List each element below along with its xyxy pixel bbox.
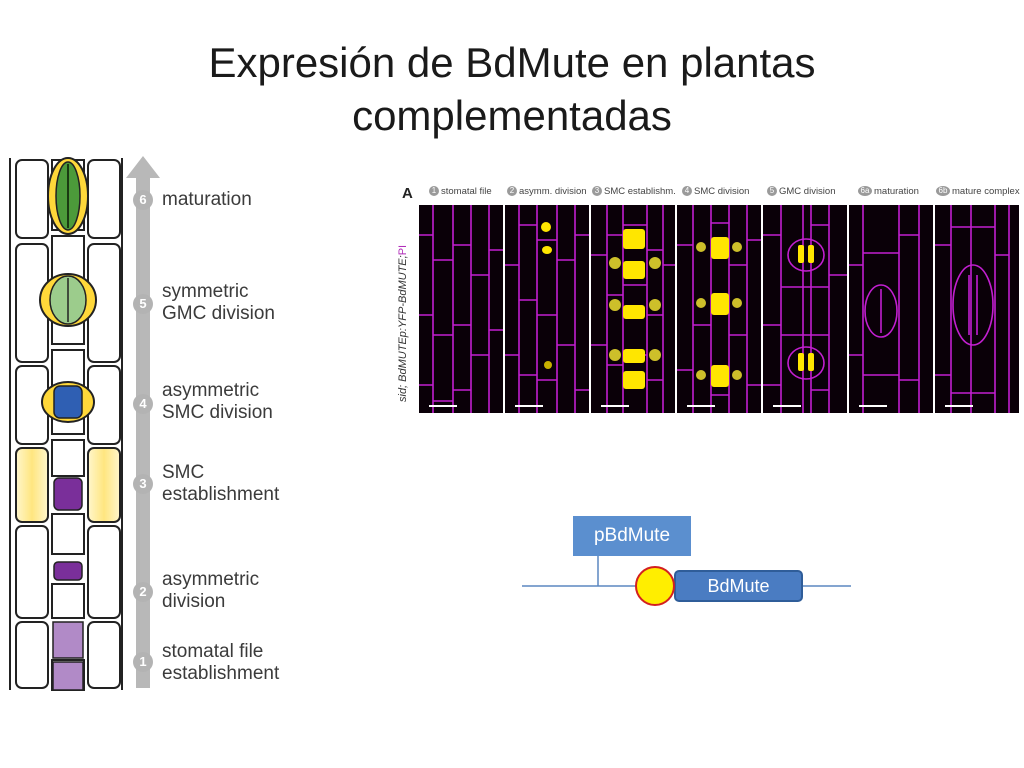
yfp-tag-circle xyxy=(635,566,675,606)
panel-label-3: SMC establishm. xyxy=(604,186,676,197)
panel-num-5: 5 xyxy=(767,186,777,197)
stage-label-5: symmetric GMC division xyxy=(162,281,275,325)
slide-title-line1: Expresión de BdMute en plantas xyxy=(208,39,816,86)
stage-number-3: 3 xyxy=(133,474,153,494)
stage-number-5: 5 xyxy=(133,294,153,314)
panel-label-2: asymm. division xyxy=(519,186,587,197)
panel-label-6a: maturation xyxy=(874,186,919,197)
panel-num-4: 4 xyxy=(682,186,692,197)
panel-label-5: GMC division xyxy=(779,186,836,197)
stage-label-5-line2: GMC division xyxy=(162,303,275,324)
stage-label-6: maturation xyxy=(162,189,252,211)
panel-label-4: SMC division xyxy=(694,186,750,197)
stage-number-1: 1 xyxy=(133,652,153,672)
panel-num-6a: 6a xyxy=(858,186,872,197)
stage-number-2: 2 xyxy=(133,582,153,602)
stage-label-1: stomatal file establishment xyxy=(162,641,279,685)
panel-num-1: 1 xyxy=(429,186,439,197)
slide-title: Expresión de BdMute en plantas complemen… xyxy=(0,36,1024,142)
panel-num-3: 3 xyxy=(592,186,602,197)
gene-box: BdMute xyxy=(674,570,803,602)
stage-label-6-line1: maturation xyxy=(162,189,252,210)
panel-num-6b: 6b xyxy=(936,186,950,197)
stage-label-5-line1: symmetric xyxy=(162,281,249,302)
stage-label-2-line2: division xyxy=(162,591,226,612)
stage-label-4: asymmetric SMC division xyxy=(162,380,273,424)
panel-label-6b: mature complex xyxy=(952,186,1020,197)
stage-label-3-line1: SMC xyxy=(162,462,205,483)
microscopy-panels xyxy=(419,205,1019,413)
figure-panel-letter: A xyxy=(402,185,413,202)
stage-number-4: 4 xyxy=(133,394,153,414)
stage-label-3: SMC establishment xyxy=(162,462,279,506)
panel-label-1: stomatal file xyxy=(441,186,492,197)
stage-label-3-line2: establishment xyxy=(162,484,280,505)
stage-label-2-line1: asymmetric xyxy=(162,569,260,590)
stage-label-2: asymmetric division xyxy=(162,569,259,613)
stage-label-4-line2: SMC division xyxy=(162,402,273,423)
promoter-box: pBdMute xyxy=(573,516,691,556)
stage-label-4-line1: asymmetric xyxy=(162,380,260,401)
slide-title-line2: complementadas xyxy=(352,92,672,139)
stage-label-1-line2: establishment xyxy=(162,663,280,684)
stage-number-6: 6 xyxy=(133,190,153,210)
panel-num-2: 2 xyxy=(507,186,517,197)
stage-label-1-line1: stomatal file xyxy=(162,641,264,662)
